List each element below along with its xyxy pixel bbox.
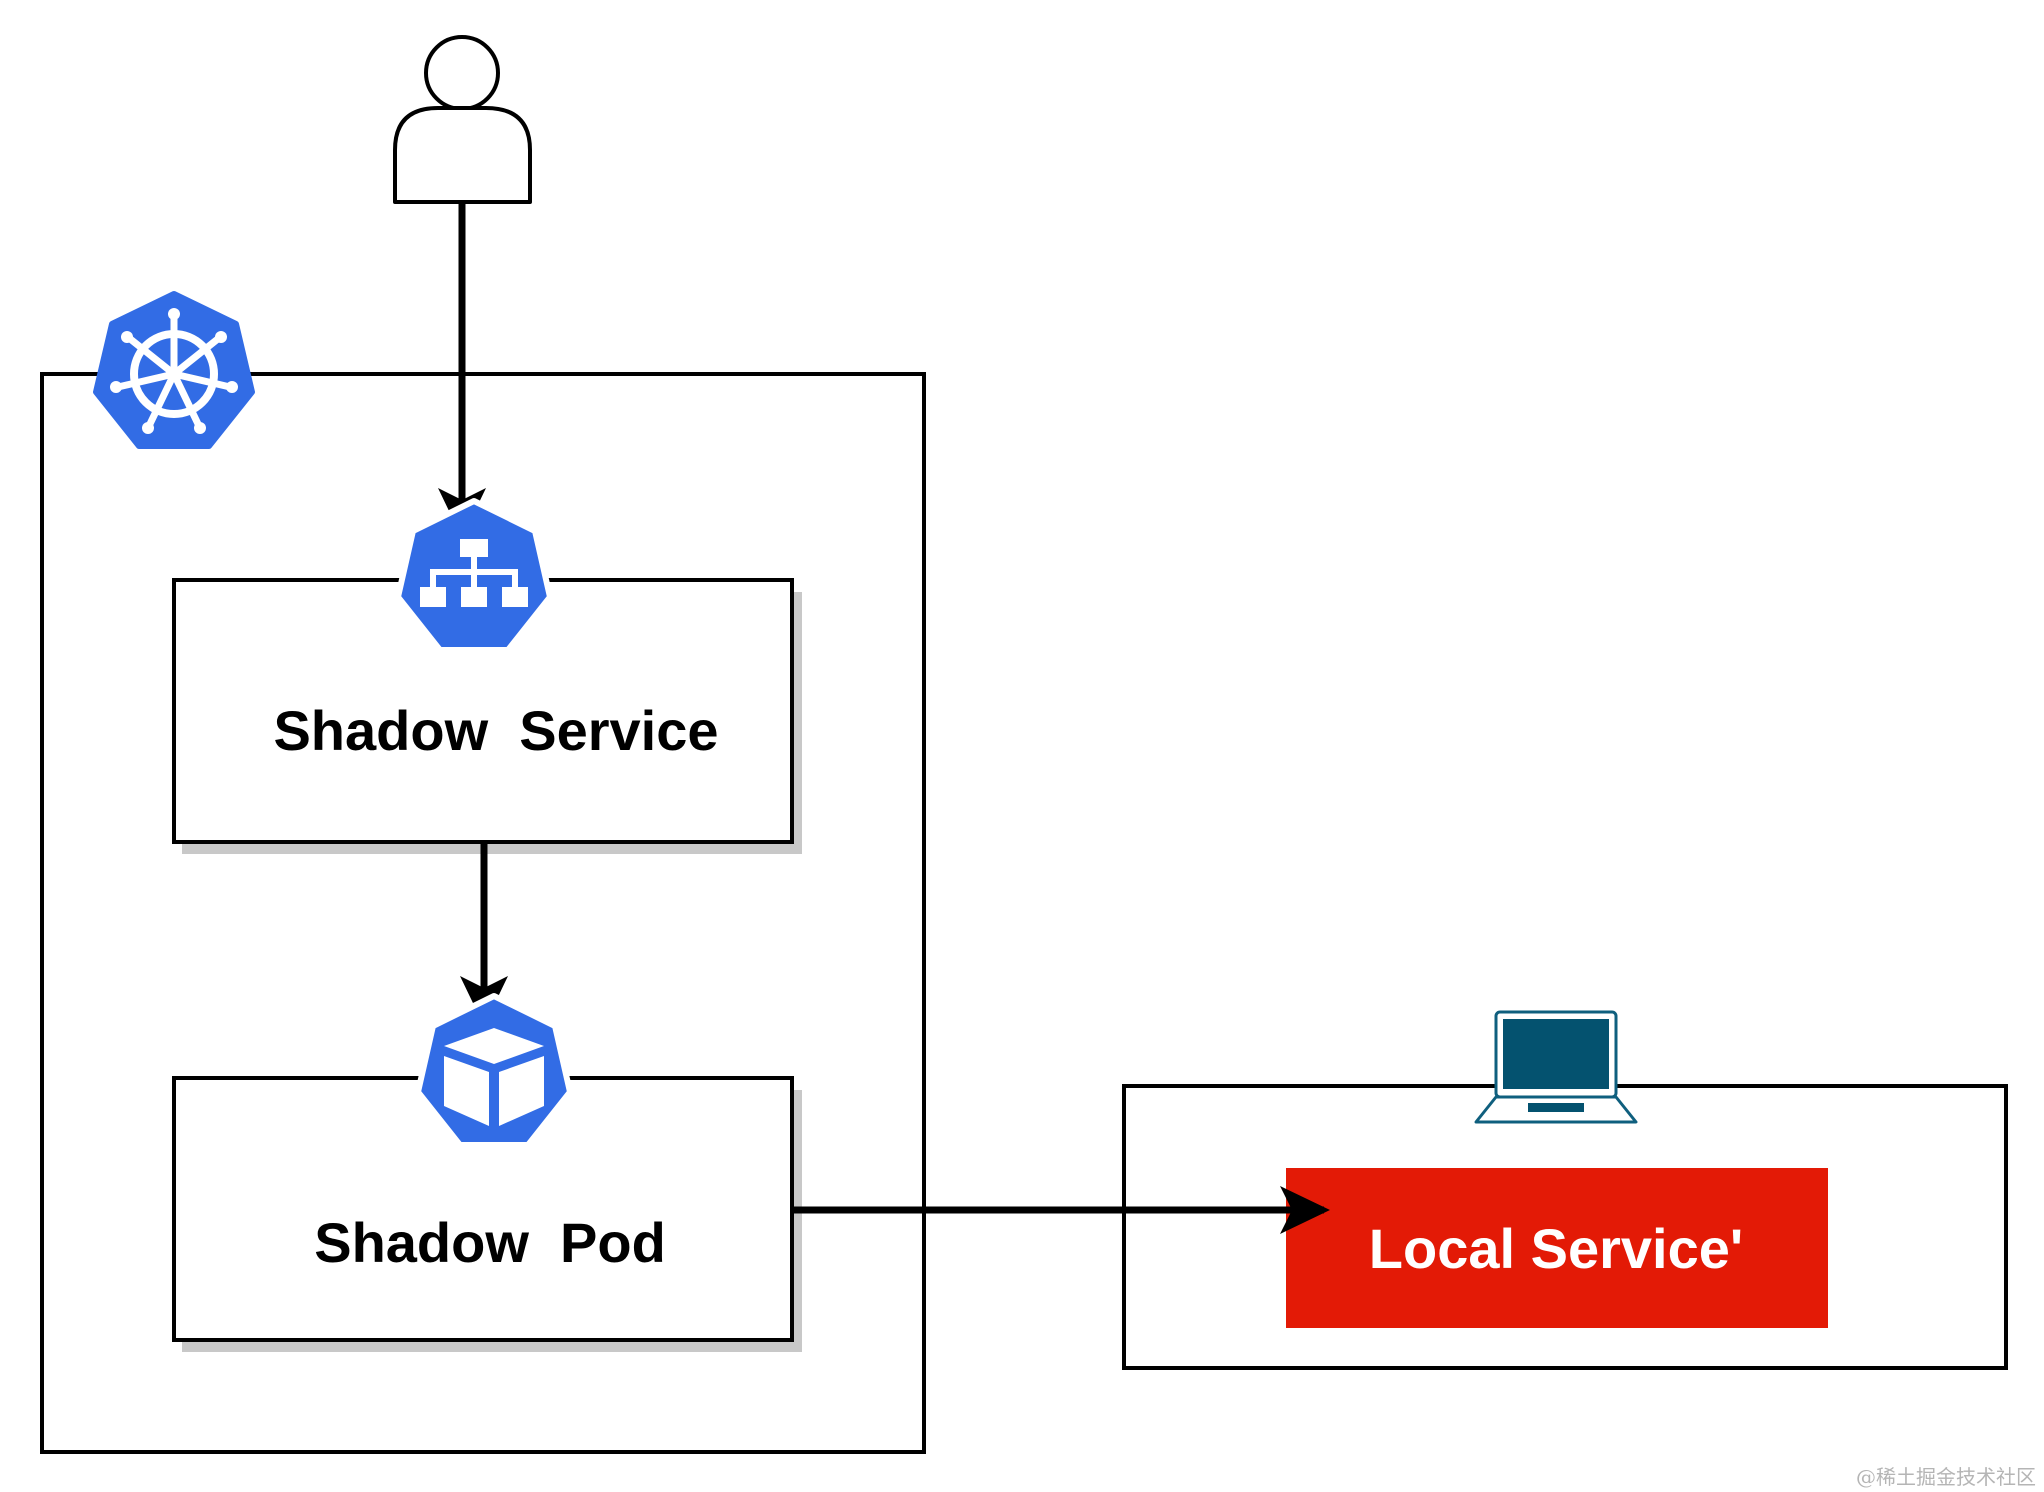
- kubernetes-wheel-icon: [93, 291, 255, 449]
- kubernetes-pod-icon: [415, 993, 573, 1148]
- local-service-label: Local Service': [1369, 1217, 1743, 1280]
- user-icon: [393, 35, 532, 204]
- shadow-pod-label: Shadow Pod: [314, 1211, 666, 1274]
- watermark: @稀土掘金技术社区: [1856, 1465, 2036, 1489]
- shadow-service-label: Shadow Service: [273, 699, 718, 762]
- kubernetes-service-icon: [395, 498, 553, 653]
- laptop-icon: [1474, 1010, 1638, 1124]
- local-service-box: [1286, 1168, 1828, 1328]
